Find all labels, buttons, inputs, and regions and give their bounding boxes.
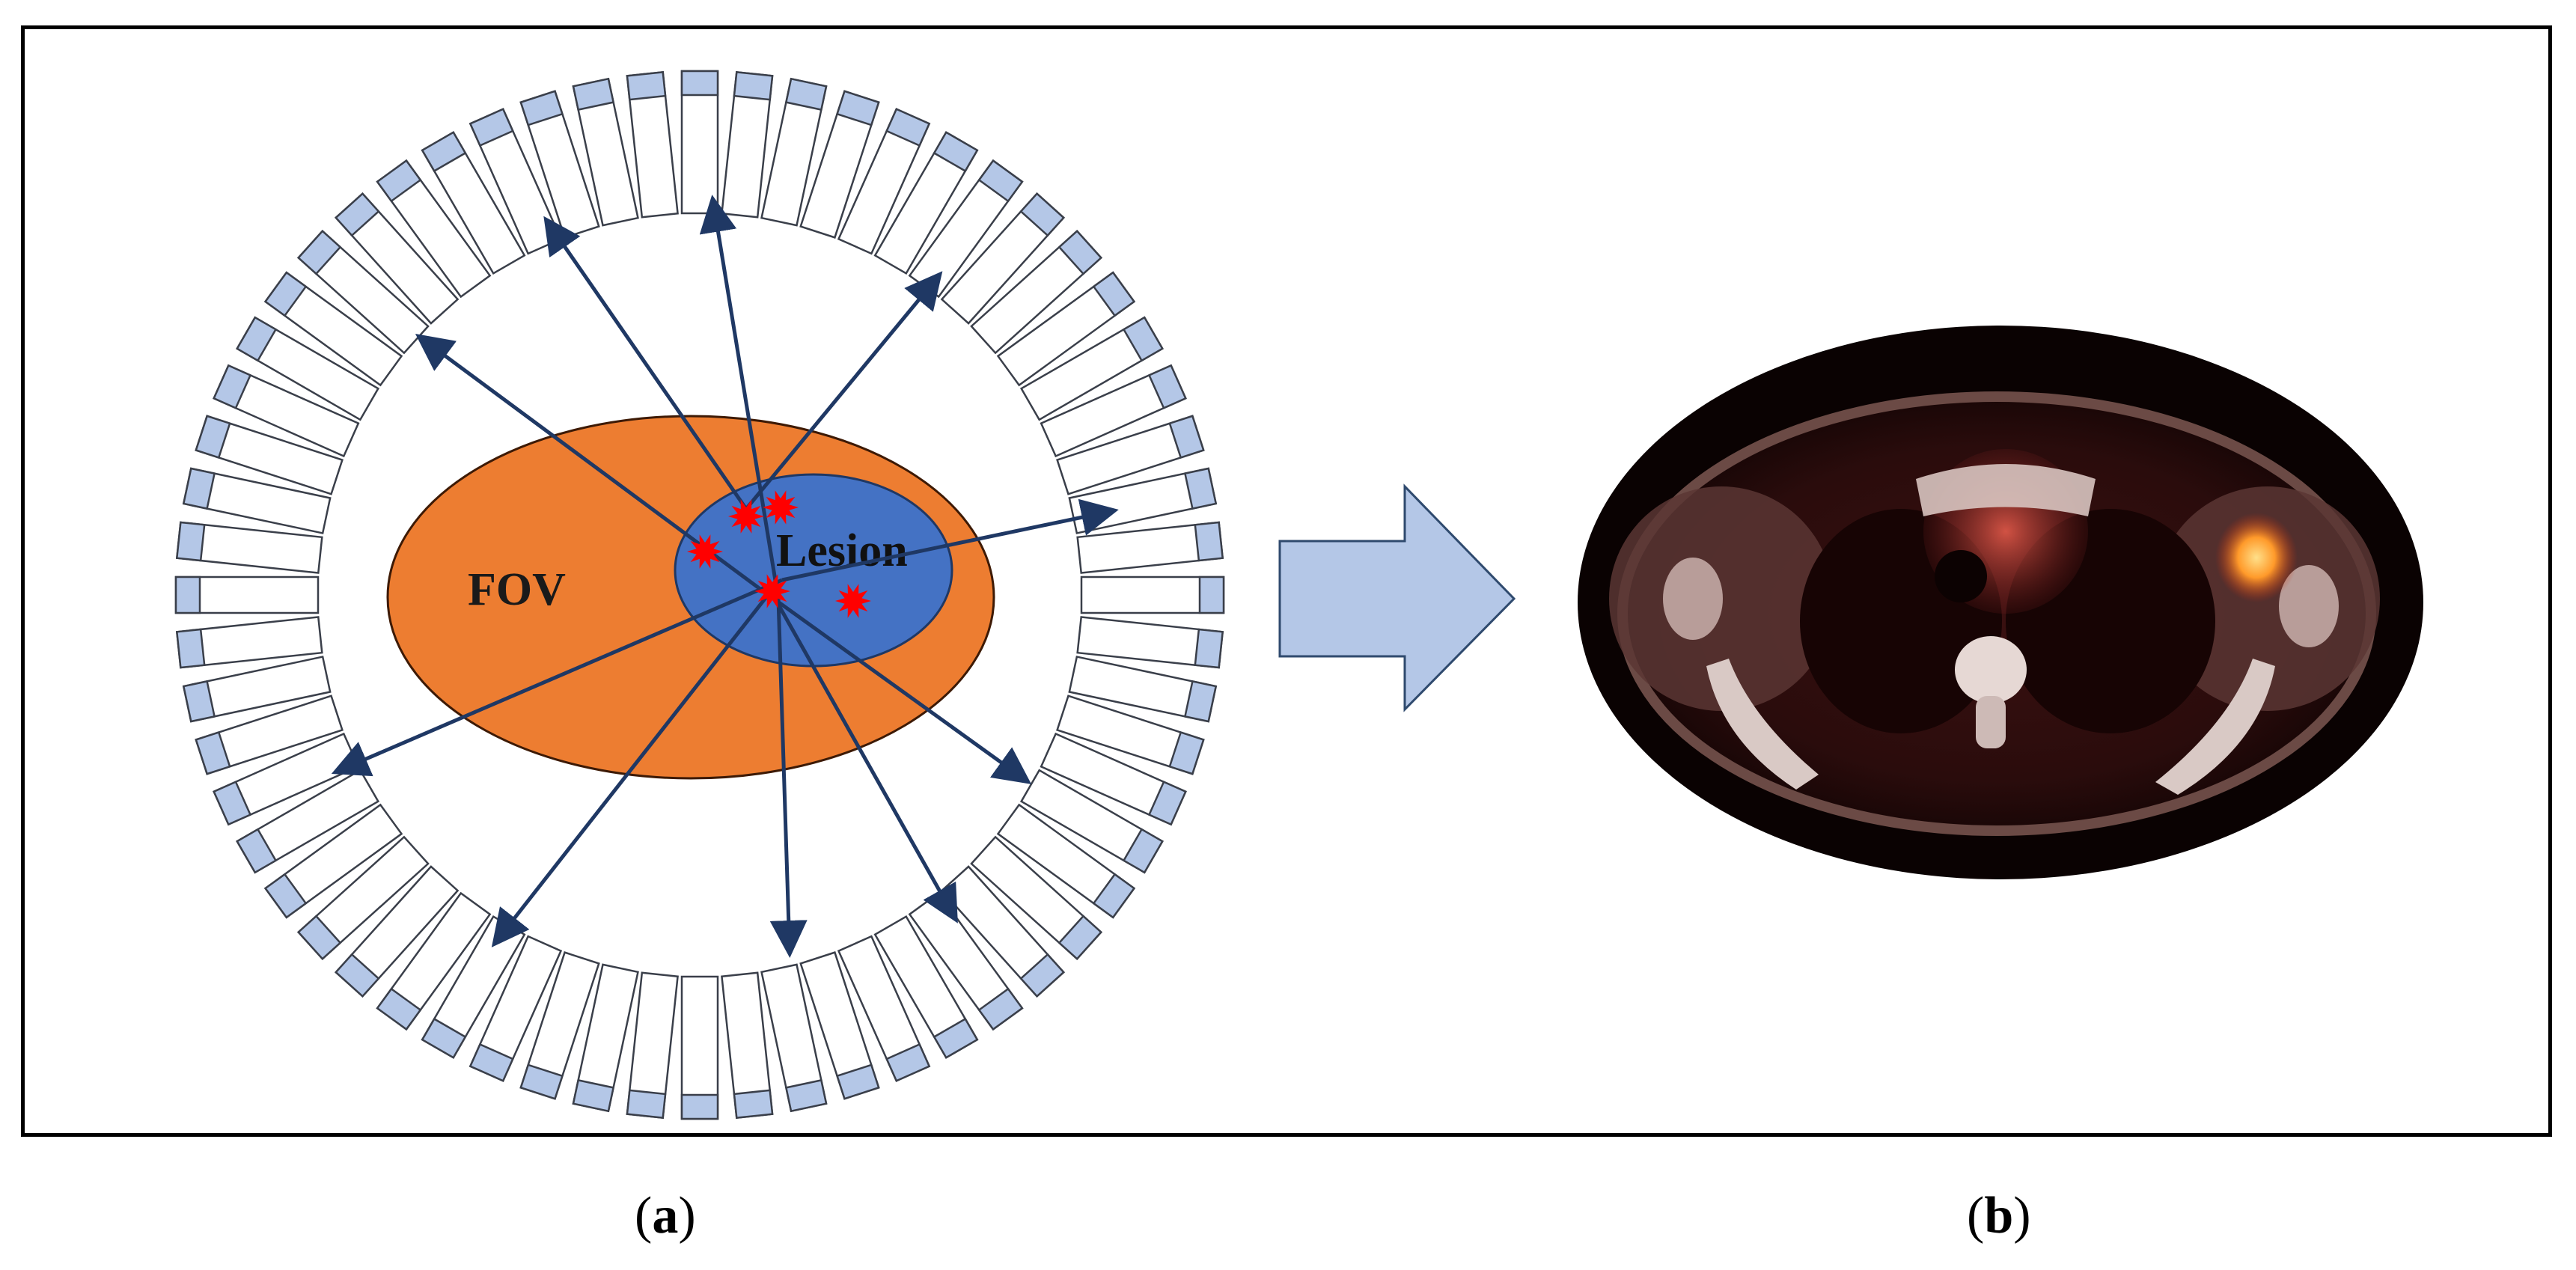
detector-module [721, 70, 774, 219]
detector-module [970, 230, 1103, 355]
caption-b-letter: b [1984, 1187, 2014, 1245]
annihilation-star-icon [835, 584, 871, 618]
detector-module [236, 316, 380, 421]
fov-label: FOV [468, 564, 566, 615]
detector-module [760, 963, 828, 1113]
detector-module [1068, 656, 1218, 723]
detector-module [335, 865, 460, 998]
lor-arrow [781, 498, 1119, 582]
detector-module [1019, 769, 1164, 874]
detector-module [799, 951, 880, 1100]
lor-arrow [699, 195, 781, 599]
lor-arrow [769, 590, 958, 924]
detector-module [908, 891, 1024, 1031]
detector-module [940, 192, 1065, 325]
detector-module [468, 935, 563, 1082]
caption-a: (a) [635, 1186, 696, 1246]
detector-module [996, 271, 1136, 387]
detector-module [873, 915, 979, 1059]
detector-module [970, 835, 1103, 960]
detector-module [182, 656, 332, 723]
caption-b: (b) [1967, 1186, 2031, 1246]
lor-arrow [331, 578, 783, 777]
detector-module [296, 230, 430, 355]
detector-module [721, 971, 774, 1120]
detector-module [873, 131, 979, 275]
annihilation-star-icon [754, 574, 790, 608]
detector-module [519, 951, 600, 1100]
lor-arrow [745, 271, 943, 510]
detector-module [195, 415, 344, 495]
detector-module [421, 915, 526, 1059]
detector-module [572, 963, 639, 1113]
ct-right-humerus [2279, 565, 2339, 647]
detector-module [799, 90, 880, 239]
detector-module [1019, 316, 1164, 421]
detector-module [760, 77, 828, 227]
caption-a-close: ) [678, 1187, 696, 1245]
annihilation-events [687, 490, 871, 618]
detector-module [1040, 364, 1187, 458]
annihilation-star-icon [687, 534, 723, 569]
caption-a-letter: a [652, 1187, 679, 1245]
pet-hotspot [2215, 513, 2298, 602]
detector-module [940, 865, 1065, 998]
detector-module [175, 616, 323, 669]
detector-module [1040, 732, 1187, 826]
detector-module [1056, 694, 1205, 775]
detector-module [175, 521, 323, 574]
detector-module [626, 70, 679, 219]
ct-left-scapula [1706, 659, 1819, 790]
right-block-arrow-icon [1278, 483, 1516, 712]
detector-module [376, 159, 492, 299]
lor-arrow [543, 216, 748, 510]
detector-module [376, 891, 492, 1031]
pet-ct-axial-image [1578, 326, 2423, 879]
detector-module [296, 835, 430, 960]
lor-arrow [491, 590, 772, 947]
ct-right-scapula [2155, 659, 2275, 795]
detector-module [837, 935, 931, 1082]
detector-module [1056, 415, 1205, 495]
detector-module [1080, 576, 1225, 614]
detector-module [213, 364, 360, 458]
caption-b-close: ) [2013, 1187, 2031, 1245]
ct-vertebra [1955, 636, 2027, 703]
detector-module [335, 192, 460, 325]
detector-module [421, 131, 526, 275]
detector-module [236, 769, 380, 874]
detector-module [263, 803, 403, 919]
detector-module [1076, 521, 1224, 574]
detector-module [174, 576, 320, 614]
detector-module [996, 803, 1136, 919]
annihilation-star-icon [763, 490, 799, 525]
caption-b-open: ( [1967, 1187, 1985, 1245]
detector-module [263, 271, 403, 387]
detector-module [680, 70, 719, 215]
lor-arrow [769, 598, 808, 958]
lor-arrow [757, 585, 1032, 784]
ct-spinal-process [1976, 696, 2006, 748]
caption-a-open: ( [635, 1187, 653, 1245]
ct-left-humerus [1663, 558, 1723, 640]
detector-module [680, 975, 719, 1120]
detector-module [837, 108, 931, 255]
detector-module [182, 467, 332, 534]
detector-module [572, 77, 639, 227]
figure-frame [21, 25, 2552, 1137]
detector-ring [174, 70, 1225, 1120]
annihilation-star-icon [728, 499, 764, 534]
detector-module [195, 694, 344, 775]
ct-trachea [1935, 550, 1987, 602]
detector-module [1076, 616, 1224, 669]
detector-module [468, 108, 563, 255]
detector-module [626, 971, 679, 1120]
detector-module [519, 90, 600, 239]
ct-sternum [1916, 464, 2096, 516]
